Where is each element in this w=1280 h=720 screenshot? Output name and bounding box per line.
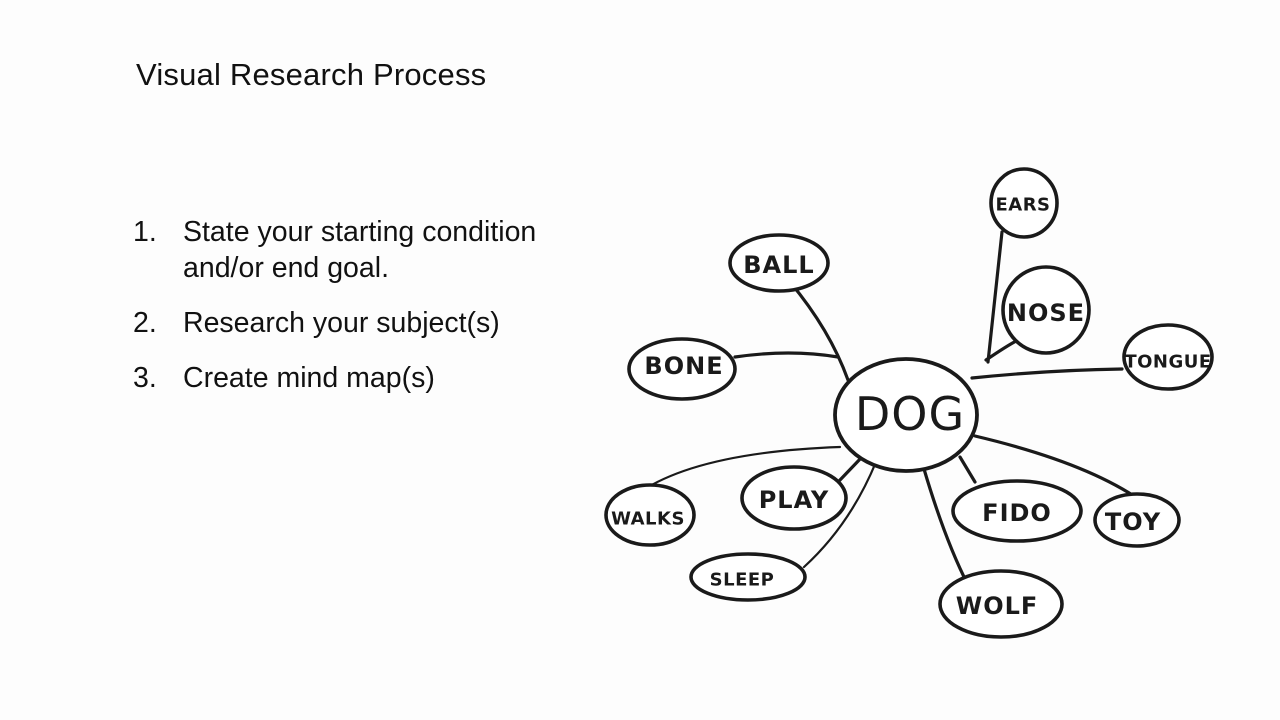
hub-bubble: [833, 357, 979, 473]
node-wolf: WOLF: [938, 569, 1064, 639]
connector-toy: [973, 434, 1142, 502]
connector-ball: [788, 280, 850, 382]
node-bubble: [938, 569, 1064, 639]
node-label: WALKS: [611, 509, 685, 530]
connector-ears: [986, 230, 1004, 364]
connector-play: [838, 455, 864, 482]
node-nose: NOSE: [1001, 265, 1091, 355]
node-bubble: [689, 552, 807, 602]
node-label: EARS: [995, 195, 1050, 216]
list-item: 1. State your starting condition and/or …: [133, 214, 603, 286]
node-bubble: [1122, 323, 1214, 391]
list-item: 3. Create mind map(s): [133, 360, 603, 396]
node-label: WOLF: [956, 592, 1039, 620]
node-bubble: [1001, 265, 1091, 355]
step-text-line: State your starting condition: [183, 216, 537, 248]
node-label: NOSE: [1007, 299, 1085, 327]
node-fido: FIDO: [951, 479, 1083, 543]
node-bubble: [627, 337, 737, 401]
node-label: SLEEP: [710, 570, 775, 591]
steps-list: 1. State your starting condition and/or …: [133, 214, 603, 415]
node-label: BALL: [743, 251, 814, 279]
mind-map-hub: DOG: [833, 357, 979, 473]
step-text-line: Create mind map(s): [183, 362, 435, 394]
node-ears: EARS: [989, 167, 1059, 239]
slide-title: Visual Research Process: [136, 57, 487, 92]
node-label: TOY: [1105, 508, 1161, 536]
step-text-line: Research your subject(s): [183, 307, 500, 339]
hub-label: DOG: [855, 387, 965, 441]
node-ball: BALL: [728, 233, 830, 293]
node-bubble: [604, 483, 696, 547]
node-bubble: [951, 479, 1083, 543]
node-bubble: [1093, 492, 1181, 548]
node-play: PLAY: [740, 465, 848, 531]
node-bubble: [728, 233, 830, 293]
connector-wolf: [922, 467, 970, 587]
node-bubble: [989, 167, 1059, 239]
connector-sleep: [802, 460, 878, 569]
connector-fido: [958, 455, 977, 484]
node-bone: BONE: [627, 337, 737, 401]
node-tongue: TONGUE: [1122, 323, 1214, 391]
node-sleep: SLEEP: [689, 552, 807, 602]
node-label: BONE: [644, 352, 723, 380]
step-number: 1.: [133, 216, 157, 248]
node-label: PLAY: [759, 486, 830, 514]
node-toy: TOY: [1093, 492, 1181, 548]
step-text-line: and/or end goal.: [183, 252, 389, 284]
connector-tongue: [970, 367, 1124, 380]
list-item: 2. Research your subject(s): [133, 305, 603, 341]
step-number: 2.: [133, 307, 157, 339]
connector-bone: [733, 351, 840, 359]
node-label: FIDO: [982, 499, 1052, 527]
connector-walks: [638, 445, 842, 494]
step-number: 3.: [133, 362, 157, 394]
node-bubble: [740, 465, 848, 531]
node-label: TONGUE: [1124, 352, 1211, 373]
node-walks: WALKS: [604, 483, 696, 547]
